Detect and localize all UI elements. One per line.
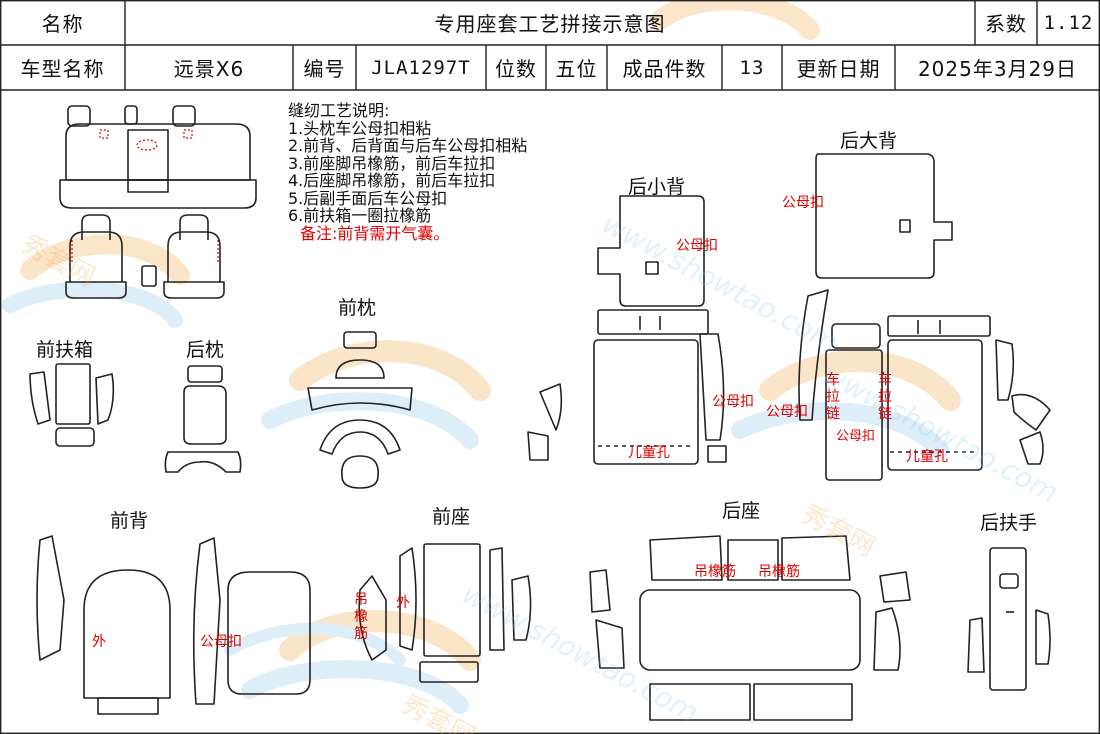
section-rear-armrest: 后扶手 <box>980 512 1038 534</box>
note-item: 4.后座脚吊橡筋，前后车拉扣 <box>288 171 496 190</box>
section-rear-small-back: 后小背 <box>628 176 686 198</box>
section-front-armbox: 前扶箱 <box>36 339 94 361</box>
section-front-seat: 前座 <box>432 506 471 528</box>
rear-big-back-pattern <box>798 153 1051 481</box>
page-title: 专用座套工艺拼接示意图 <box>434 12 666 36</box>
child-hole-annotation: 儿童孔 <box>628 445 670 461</box>
notes-remark: 备注:前背需开气囊。 <box>300 223 450 243</box>
note-item: 2.前背、后背面与后车公母扣相粘 <box>288 136 528 155</box>
zip-annotation: 车拉链 <box>878 372 892 422</box>
section-front-back: 前背 <box>110 510 149 532</box>
rear-small-back-pattern <box>527 195 727 465</box>
model-label: 车型名称 <box>20 57 105 81</box>
rear-bench-illustration <box>59 105 257 209</box>
front-seat-pattern <box>358 543 532 683</box>
count-value: 13 <box>739 56 765 79</box>
seat-value: 五位 <box>555 57 598 81</box>
watermark-url: www.showtao.com <box>597 207 844 359</box>
snap-annotation: 公母扣 <box>200 634 242 650</box>
watermark-url: www.showtao.com <box>457 577 704 729</box>
note-item: 5.后副手面后车公母扣 <box>288 188 448 208</box>
zip-annotation: 车拉链 <box>826 372 840 422</box>
coef-label: 系数 <box>985 12 1027 36</box>
code-label: 编号 <box>303 57 346 81</box>
sewing-notes: 缝纫工艺说明: 1.头枕车公母扣相粘 2.前背、后背面与后车公母扣相粘 3.前座… <box>288 102 527 242</box>
section-rear-seat: 后座 <box>722 500 761 522</box>
snap-annotation: 公母扣 <box>782 195 824 211</box>
stitch-marks <box>71 129 219 262</box>
front-armbox-pattern <box>29 363 115 447</box>
note-item: 1.头枕车公母扣相粘 <box>288 118 432 138</box>
watermark-brand: 秀套网 <box>797 500 880 563</box>
outer-annotation: 外 <box>92 634 106 650</box>
front-seats-illustration <box>65 214 225 299</box>
code-value: JLA1297T <box>371 56 471 79</box>
model-value: 远景X6 <box>173 57 245 81</box>
outer-annotation: 外 <box>396 595 410 611</box>
snap-annotation: 公母扣 <box>712 394 754 410</box>
elastic-annotation: 吊橡筋 <box>354 592 368 642</box>
seat-label: 位数 <box>495 57 537 81</box>
snap-annotation: 公母扣 <box>836 429 876 444</box>
date-value: 2025年3月29日 <box>917 57 1078 81</box>
child-hole-annotation: 儿童孔 <box>906 449 948 465</box>
snap-annotation: 公母扣 <box>676 238 718 254</box>
note-item: 6.前扶箱一圈拉橡筋 <box>288 206 432 225</box>
snap-annotation: 公母扣 <box>766 404 808 420</box>
section-front-pillow: 前枕 <box>338 297 377 319</box>
elastic-annotation: 吊橡筋 <box>758 564 800 580</box>
elastic-annotation: 吊橡筋 <box>694 564 736 580</box>
note-item: 3.前座脚吊橡筋，前后车拉扣 <box>288 153 496 173</box>
name-label: 名称 <box>41 12 84 36</box>
rear-armrest-pattern <box>967 547 1051 691</box>
front-pillow-pattern <box>307 331 413 489</box>
rear-pillow-pattern <box>164 365 242 473</box>
front-back-pattern <box>36 535 311 715</box>
rear-seat-pattern <box>589 535 911 721</box>
count-label: 成品件数 <box>622 57 707 81</box>
section-rear-pillow: 后枕 <box>186 339 225 361</box>
coef-value: 1.12 <box>1043 11 1094 34</box>
section-rear-big-back: 后大背 <box>840 130 898 152</box>
date-label: 更新日期 <box>796 57 881 81</box>
notes-title: 缝纫工艺说明: <box>288 101 390 120</box>
